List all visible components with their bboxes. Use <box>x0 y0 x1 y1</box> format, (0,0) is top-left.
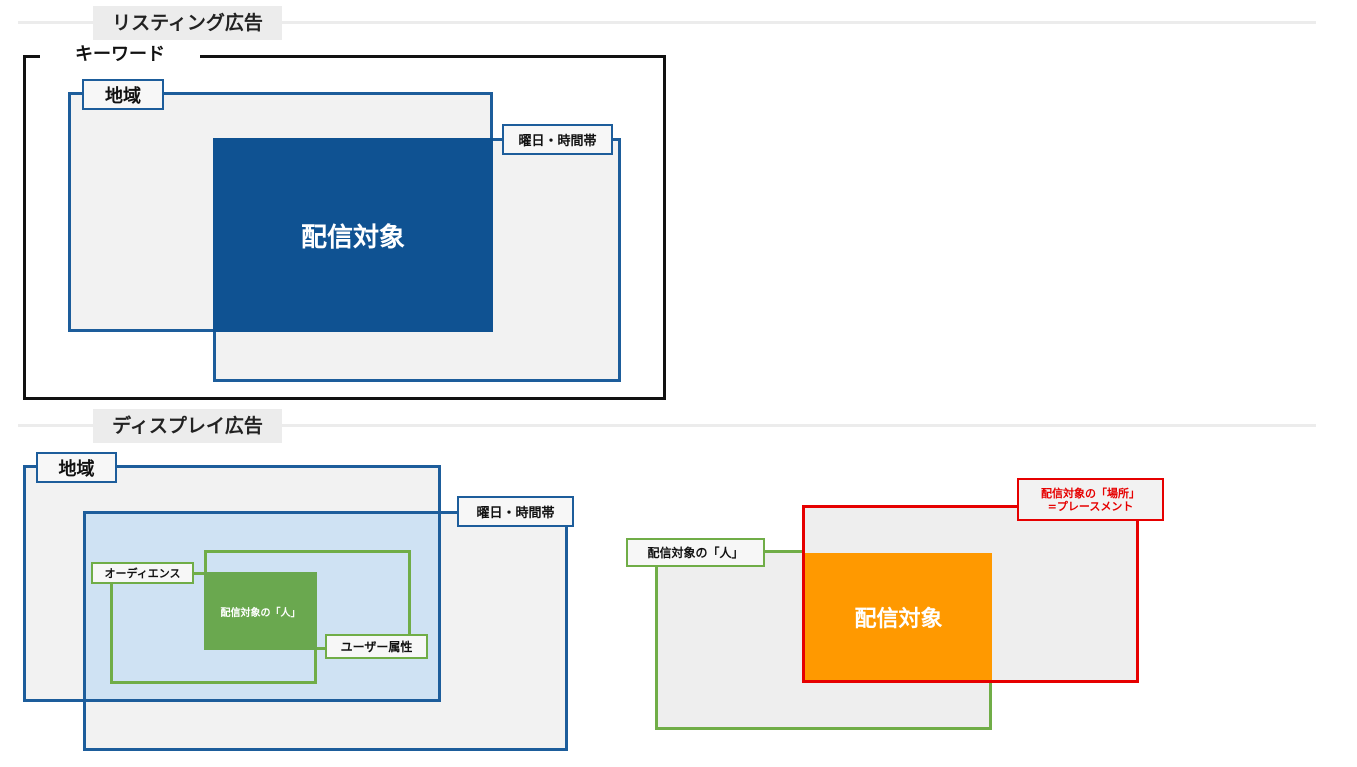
display-person-target-label: 配信対象の「人」 <box>220 607 301 619</box>
display-user-attr-label: ユーザー属性 <box>340 640 413 654</box>
placement-place-label-line1: 配信対象の「場所」 <box>1041 486 1140 500</box>
listing-time-label: 曜日・時間帯 <box>518 134 597 149</box>
listing-time-tag: 曜日・時間帯 <box>502 124 613 155</box>
display-person-target-box: 配信対象の「人」 <box>204 572 317 650</box>
keyword-frame <box>23 55 666 400</box>
placement-target-box: 配信対象 <box>805 553 992 680</box>
listing-region-label: 地域 <box>105 85 141 107</box>
display-region-box-right-edge <box>438 465 441 702</box>
keyword-label: キーワード <box>40 42 200 68</box>
placement-place-label-line2: =プレースメント <box>1047 499 1134 513</box>
display-section-title: ディスプレイ広告 <box>93 409 282 443</box>
display-region-tag: 地域 <box>36 452 117 483</box>
placement-target-label: 配信対象 <box>854 606 943 632</box>
listing-target-label: 配信対象 <box>300 222 405 253</box>
display-region-box-bottom-edge <box>23 699 441 702</box>
placement-person-tag: 配信対象の「人」 <box>626 538 765 567</box>
display-audience-label: オーディエンス <box>104 567 181 580</box>
display-time-tag: 曜日・時間帯 <box>457 496 574 527</box>
listing-region-tag: 地域 <box>82 79 164 110</box>
placement-place-tag: 配信対象の「場所」 =プレースメント <box>1017 478 1164 521</box>
display-time-label: 曜日・時間帯 <box>476 506 555 521</box>
listing-target-box: 配信対象 <box>213 138 493 332</box>
display-user-attr-tag: ユーザー属性 <box>325 634 428 659</box>
listing-divider <box>18 21 1316 24</box>
placement-person-label: 配信対象の「人」 <box>647 546 744 560</box>
display-region-label: 地域 <box>58 458 95 480</box>
listing-section-title: リスティング広告 <box>93 6 282 40</box>
display-divider <box>18 424 1316 427</box>
display-audience-tag: オーディエンス <box>91 562 194 584</box>
